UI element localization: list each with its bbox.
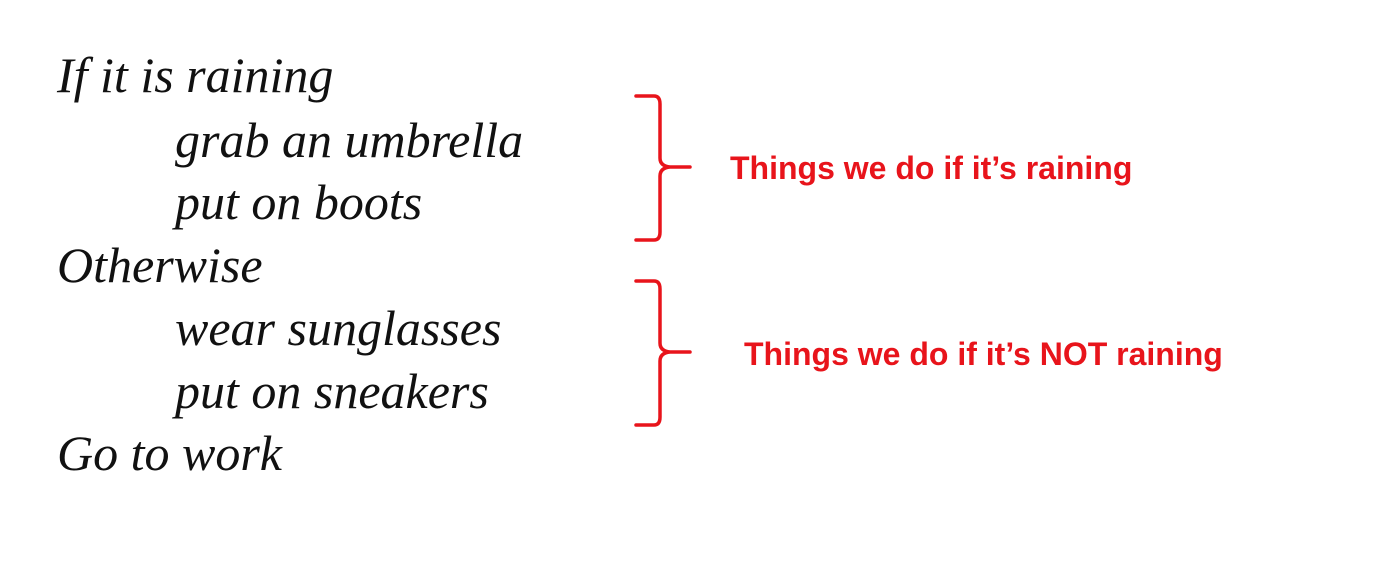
if-body-line-1: grab an umbrella xyxy=(175,112,524,168)
annotation-not-raining: Things we do if it’s NOT raining xyxy=(744,336,1223,372)
if-condition-line: If it is raining xyxy=(57,47,334,103)
if-body-line-2: put on boots xyxy=(175,174,423,230)
else-line: Otherwise xyxy=(57,237,263,293)
annotation-raining: Things we do if it’s raining xyxy=(730,150,1133,186)
right-brace-not-raining xyxy=(634,279,692,427)
right-brace-raining xyxy=(634,94,692,242)
else-body-line-2: put on sneakers xyxy=(175,363,489,419)
else-body-line-1: wear sunglasses xyxy=(175,300,502,356)
after-line: Go to work xyxy=(57,425,282,481)
